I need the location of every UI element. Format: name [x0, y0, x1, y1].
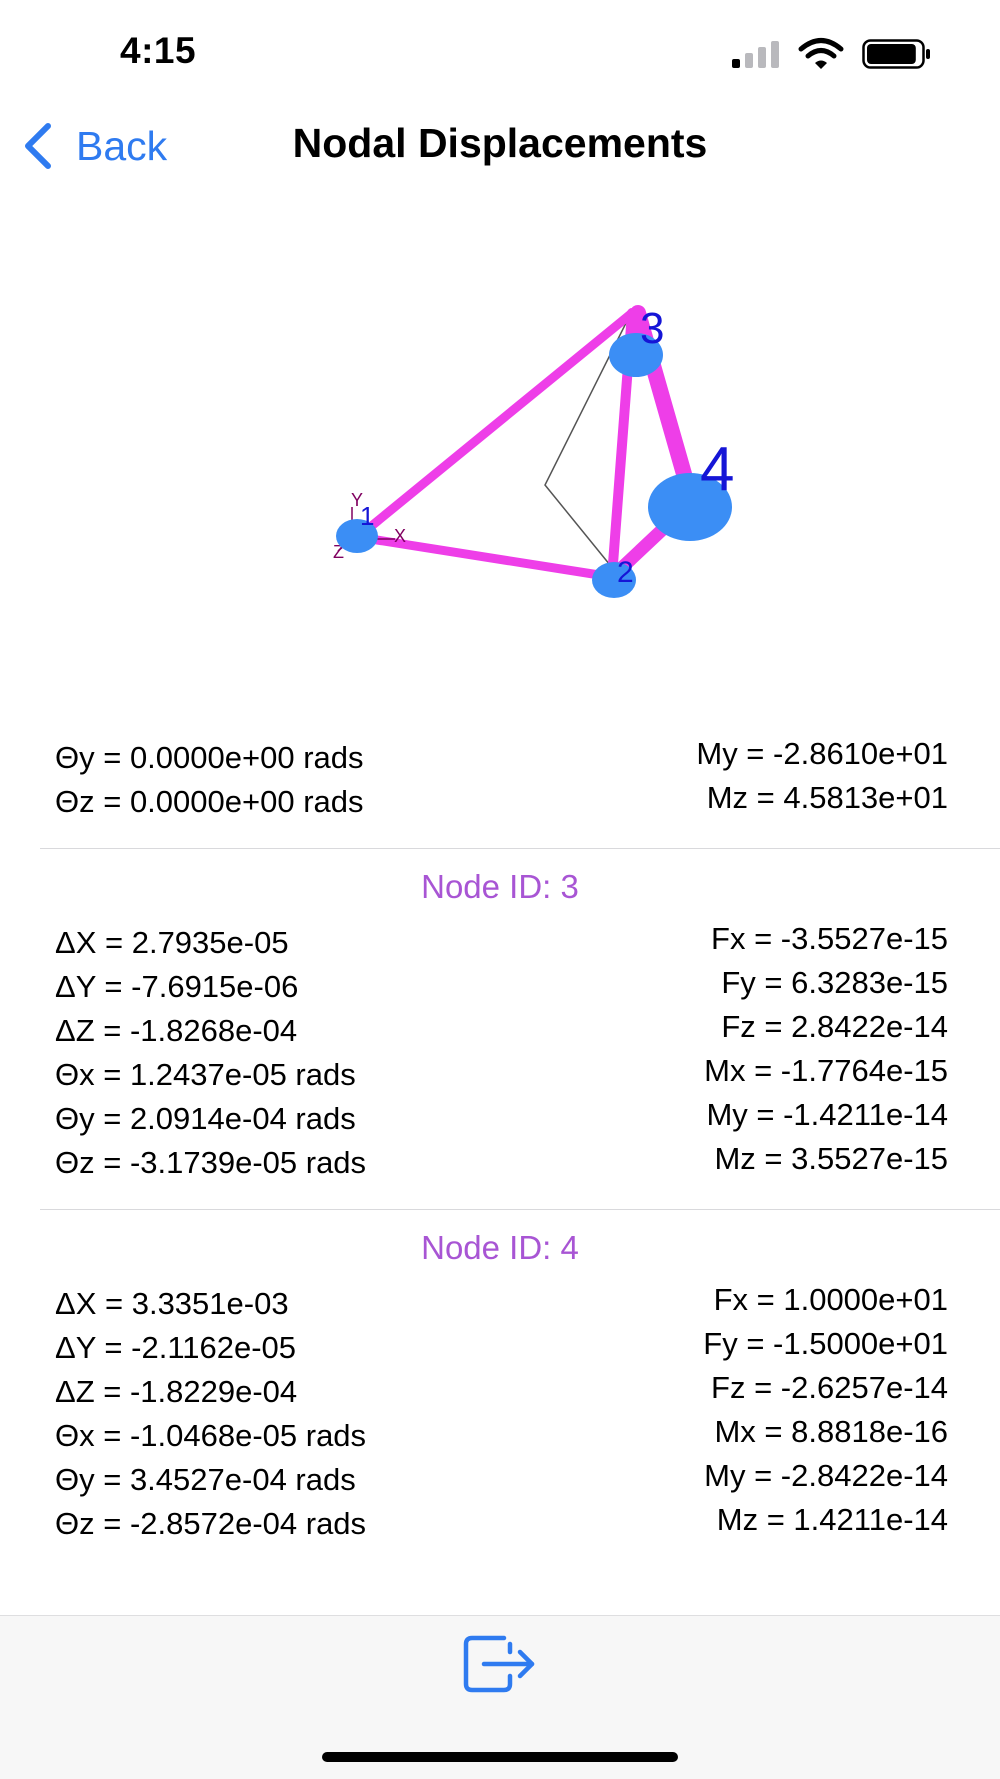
wifi-icon	[798, 38, 844, 69]
moment-value: Mx = 8.8818e-16	[714, 1414, 948, 1449]
result-row: Θy = 2.0914e-04 rads My = -1.4211e-14	[0, 1097, 1000, 1145]
cellular-signal-icon	[732, 41, 780, 68]
moment-value: My = -1.4211e-14	[706, 1097, 948, 1132]
moment-value: Mx = -1.7764e-15	[704, 1053, 948, 1088]
rotation-value: Θx = 1.2437e-05 rads	[55, 1057, 356, 1092]
back-button[interactable]: Back	[20, 118, 167, 174]
axis-label-y: Y	[351, 490, 363, 510]
theta-z-value: Θz = 0.0000e+00 rads	[55, 784, 364, 819]
partial-node-rows: Θy = 0.0000e+00 rads My = -2.8610e+01 Θz…	[0, 736, 1000, 828]
axis-label-x: X	[394, 526, 406, 546]
node-1[interactable]	[336, 519, 378, 553]
result-row: ΔY = -2.1162e-05 Fy = -1.5000e+01	[0, 1326, 1000, 1374]
page-title: Nodal Displacements	[292, 120, 708, 166]
back-label: Back	[76, 122, 168, 169]
node-3[interactable]	[609, 333, 663, 377]
home-indicator[interactable]	[322, 1752, 678, 1762]
result-row: Θz = -3.1739e-05 rads Mz = 3.5527e-15	[0, 1141, 1000, 1189]
result-row: ΔX = 3.3351e-03 Fx = 1.0000e+01	[0, 1282, 1000, 1330]
displacement-value: ΔY = -2.1162e-05	[55, 1330, 297, 1365]
rotation-value: Θz = -2.8572e-04 rads	[55, 1506, 367, 1541]
node-label-1: 1	[360, 501, 374, 531]
force-value: Fy = 6.3283e-15	[721, 965, 948, 1000]
chevron-left-icon	[25, 123, 51, 169]
force-value: Fx = 1.0000e+01	[713, 1282, 948, 1317]
force-value: Fy = -1.5000e+01	[703, 1326, 948, 1361]
rotation-value: Θy = 2.0914e-04 rads	[55, 1101, 356, 1136]
results-content: Θy = 0.0000e+00 rads My = -2.8610e+01 Θz…	[0, 736, 1000, 1550]
bottom-toolbar	[0, 1615, 1000, 1779]
model-viewport[interactable]: X Y Z 1 2 3 4	[0, 195, 1000, 760]
status-time: 4:15	[120, 30, 197, 71]
moment-value: Mz = 3.5527e-15	[714, 1141, 948, 1176]
export-icon[interactable]	[462, 1632, 538, 1696]
moment-value: My = -2.8422e-14	[704, 1458, 948, 1493]
node-2[interactable]	[592, 562, 636, 598]
result-row: Θz = -2.8572e-04 rads Mz = 1.4211e-14	[0, 1502, 1000, 1550]
result-row: Θx = -1.0468e-05 rads Mx = 8.8818e-16	[0, 1414, 1000, 1462]
displacement-value: ΔZ = -1.8268e-04	[55, 1013, 298, 1048]
result-row: Θx = 1.2437e-05 rads Mx = -1.7764e-15	[0, 1053, 1000, 1101]
force-value: Fz = -2.6257e-14	[711, 1370, 948, 1405]
node-block-4: Node ID: 4 ΔX = 3.3351e-03 Fx = 1.0000e+0…	[0, 1210, 1000, 1550]
node-block-3: Node ID: 3 ΔX = 2.7935e-05 Fx = -3.5527e-…	[0, 849, 1000, 1210]
battery-icon	[862, 39, 930, 69]
results-list[interactable]: Θy = 0.0000e+00 rads My = -2.8610e+01 Θz…	[0, 736, 1000, 1615]
result-row: Θy = 3.4527e-04 rads My = -2.8422e-14	[0, 1458, 1000, 1506]
result-row: Θy = 0.0000e+00 rads My = -2.8610e+01	[0, 736, 1000, 784]
node-header: Node ID: 4	[421, 1229, 579, 1266]
node-header: Node ID: 3	[421, 868, 579, 905]
theta-y-value: Θy = 0.0000e+00 rads	[55, 740, 364, 775]
force-value: Fx = -3.5527e-15	[711, 921, 948, 956]
displacement-value: ΔX = 3.3351e-03	[55, 1286, 289, 1321]
node-label-3: 3	[640, 304, 664, 353]
result-row: ΔX = 2.7935e-05 Fx = -3.5527e-15	[0, 921, 1000, 969]
axis-label-z: Z	[333, 542, 344, 562]
rotation-value: Θy = 3.4527e-04 rads	[55, 1462, 356, 1497]
my-value: My = -2.8610e+01	[696, 736, 948, 771]
node-label-2: 2	[617, 556, 634, 589]
rotation-value: Θz = -3.1739e-05 rads	[55, 1145, 367, 1180]
undeformed-shape-line	[544, 314, 631, 566]
displacement-value: ΔX = 2.7935e-05	[55, 925, 289, 960]
navigation-bar: Back Nodal Displacements	[0, 100, 1000, 195]
result-row: Θz = 0.0000e+00 rads Mz = 4.5813e+01	[0, 780, 1000, 828]
moment-value: Mz = 1.4211e-14	[716, 1502, 948, 1537]
displacement-value: ΔY = -7.6915e-06	[55, 969, 299, 1004]
result-row: ΔZ = -1.8229e-04 Fz = -2.6257e-14	[0, 1370, 1000, 1418]
displacement-value: ΔZ = -1.8229e-04	[55, 1374, 298, 1409]
member-1-2	[353, 532, 617, 582]
rotation-value: Θx = -1.0468e-05 rads	[55, 1418, 367, 1453]
member-1-3	[353, 308, 637, 542]
truss-model-diagram: X Y Z 1 2 3 4	[333, 304, 734, 598]
result-row: ΔY = -7.6915e-06 Fy = 6.3283e-15	[0, 965, 1000, 1013]
divider	[40, 1209, 1000, 1210]
node-label-4: 4	[700, 435, 734, 504]
mz-value: Mz = 4.5813e+01	[706, 780, 948, 815]
result-row: ΔZ = -1.8268e-04 Fz = 2.8422e-14	[0, 1009, 1000, 1057]
force-value: Fz = 2.8422e-14	[721, 1009, 948, 1044]
divider	[40, 848, 1000, 849]
status-bar: 4:15	[0, 0, 1000, 100]
node-4[interactable]	[648, 473, 732, 541]
